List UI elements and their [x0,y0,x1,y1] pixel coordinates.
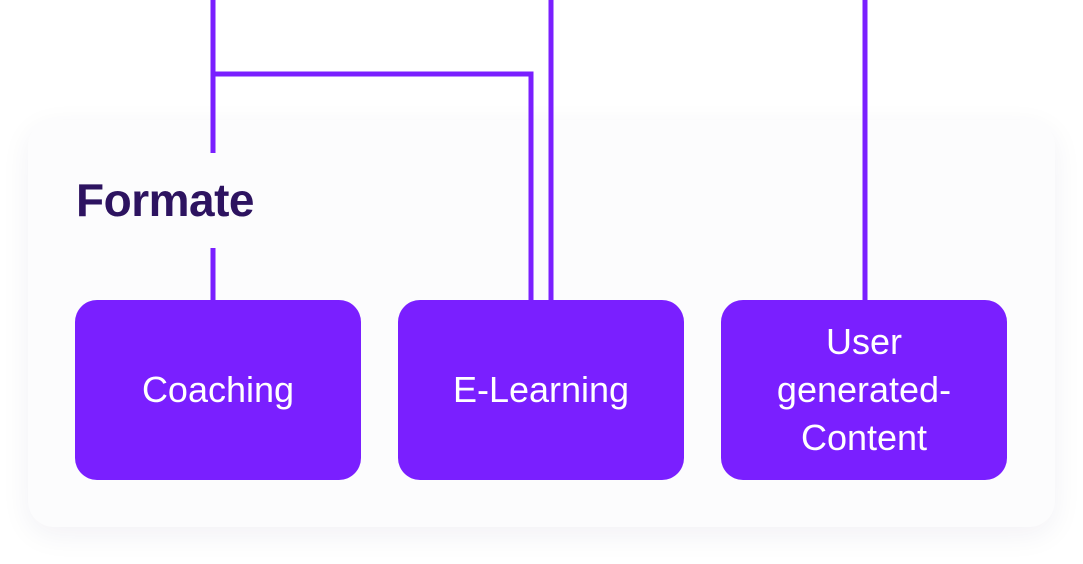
format-label-coaching: Coaching [141,369,295,410]
format-label-e-learning: E-Learning [452,369,630,410]
formats-heading: Formate [76,174,254,226]
connector-branch-to-elearning [213,71,534,300]
format-box-user-generated-content[interactable]: User generated-Content [721,300,1007,480]
format-label-user-generated-content: User generated-Content [776,321,952,458]
format-box-coaching[interactable]: Coaching [75,300,361,480]
format-box-e-learning[interactable]: E-Learning [398,300,684,480]
